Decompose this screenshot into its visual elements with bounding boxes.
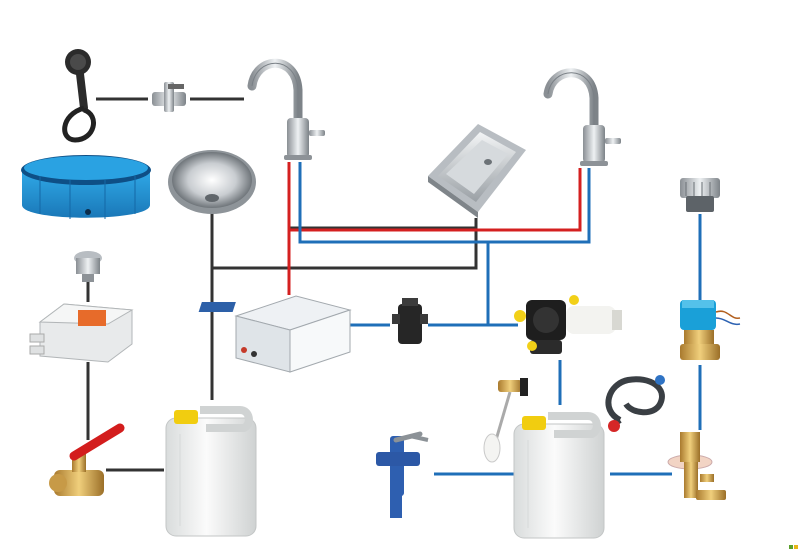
canister-icon-fresh: [513, 412, 605, 539]
square-sink-icon: [428, 124, 526, 218]
round-sink-icon: [168, 150, 256, 214]
square-sink-drain: [212, 218, 478, 270]
hot-lines: [287, 162, 582, 295]
cold-lines: [298, 162, 702, 476]
fill-inlet-icon: [667, 432, 726, 500]
cold-horizontal: [298, 162, 591, 244]
shower-head-icon: [62, 49, 96, 143]
faucet-icon-left: [247, 58, 325, 160]
canister-icon-waste: [165, 406, 257, 537]
hose-connector-icon: [680, 178, 720, 212]
hot-horizontal: [289, 168, 582, 232]
hand-pump-icon: [376, 431, 429, 518]
pool-icon: [21, 155, 151, 219]
push-button-icon: [74, 251, 102, 282]
hose-icon: [605, 375, 665, 432]
cold-to-pump: [486, 242, 518, 327]
boiler-icon: [198, 295, 352, 373]
filter-icon: [392, 298, 428, 344]
waste-lines: [86, 97, 478, 472]
valve-icon: [152, 82, 186, 112]
level-sensor-icon: [483, 378, 528, 463]
faucet-icon-right: [543, 68, 621, 166]
solenoid-valve-icon: [680, 300, 741, 360]
pipes: [86, 97, 702, 476]
ball-valve-icon: [49, 423, 125, 496]
pump-icon: [514, 295, 622, 354]
corner-marker: [789, 545, 798, 549]
pump-box-icon: [29, 303, 134, 363]
